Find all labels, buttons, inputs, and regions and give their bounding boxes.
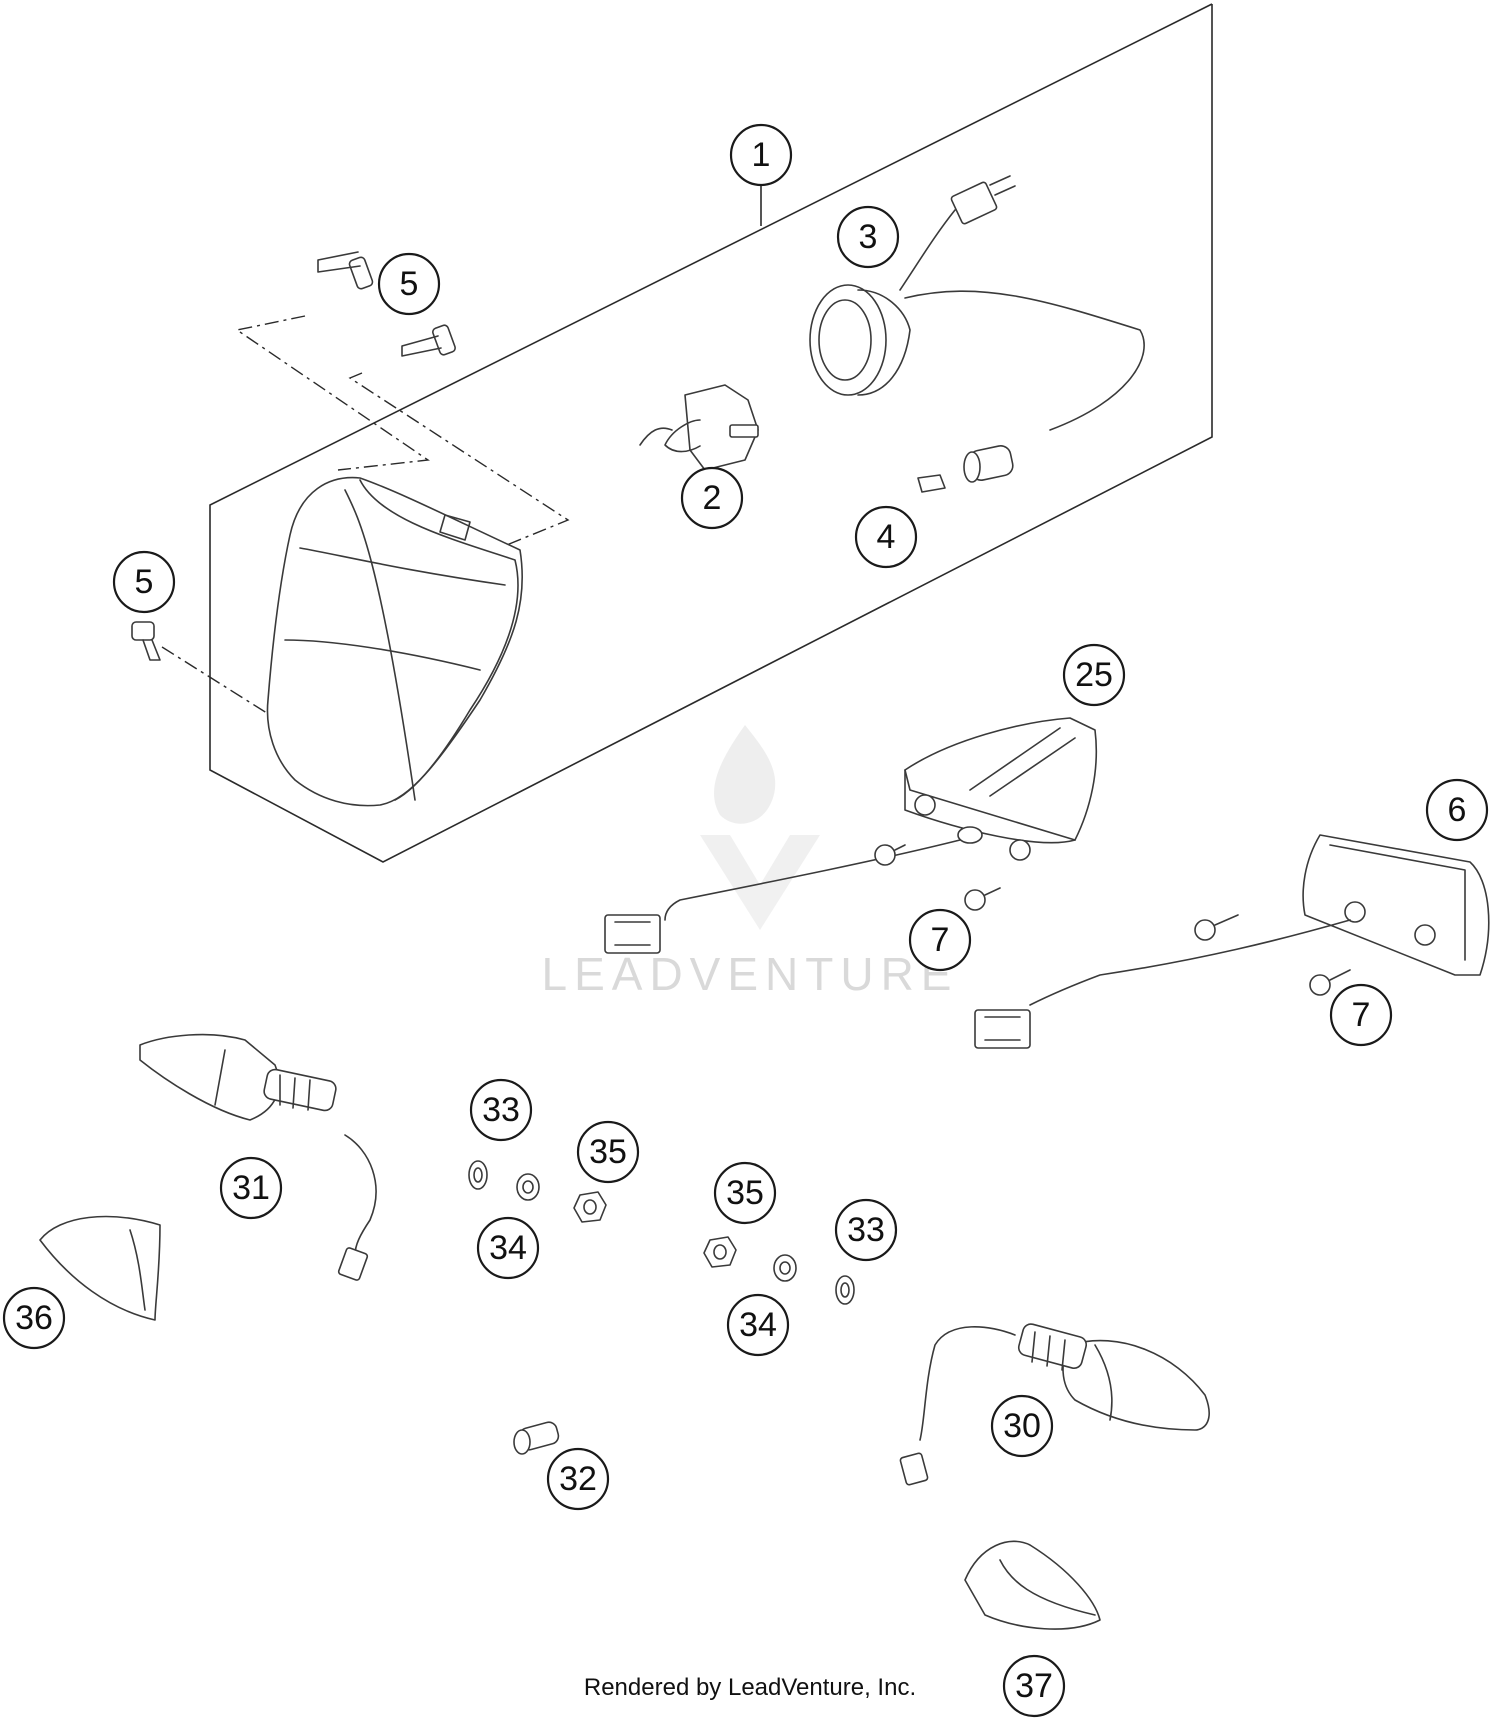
callout-34-left: 34: [476, 1216, 540, 1280]
turn-signal-left: [139, 1033, 377, 1281]
rear-light: [604, 717, 1098, 954]
rear-light-screw-b: [964, 887, 1001, 911]
svg-text:36: 36: [15, 1299, 53, 1337]
svg-text:37: 37: [1015, 1667, 1053, 1705]
turn-signal-left-lens: [39, 1215, 161, 1321]
svg-text:35: 35: [589, 1133, 627, 1171]
callout-25: 25: [1062, 643, 1126, 707]
screw-center-lines: [161, 315, 570, 716]
nut-right: [703, 1236, 737, 1268]
svg-text:6: 6: [1448, 791, 1467, 829]
svg-text:7: 7: [1352, 996, 1371, 1034]
svg-text:4: 4: [877, 518, 896, 556]
callout-37: 37: [1002, 1654, 1066, 1718]
callout-7-license-lamp: 7: [1329, 983, 1393, 1047]
turn-signal-bulb: [513, 1421, 560, 1455]
callout-35-left: 35: [576, 1120, 640, 1184]
svg-text:5: 5: [400, 265, 419, 303]
lock-washer-left: [516, 1173, 540, 1201]
callout-7-rear-light: 7: [908, 908, 972, 972]
washer-left: [468, 1160, 488, 1190]
screw-middle: [401, 324, 456, 357]
svg-text:30: 30: [1003, 1407, 1041, 1445]
svg-text:31: 31: [232, 1169, 270, 1207]
svg-text:7: 7: [931, 921, 950, 959]
callout-3: 3: [836, 205, 900, 269]
callout-4: 4: [854, 505, 918, 569]
callout-33-right: 33: [834, 1198, 898, 1262]
license-lamp-screw-b: [1309, 969, 1351, 996]
callout-31: 31: [219, 1156, 283, 1220]
svg-text:25: 25: [1075, 656, 1113, 694]
washer-right: [835, 1275, 855, 1305]
svg-text:34: 34: [739, 1306, 777, 1344]
screw-left: [131, 621, 161, 661]
headlight-socket: [809, 175, 1145, 431]
callout-36: 36: [2, 1286, 66, 1350]
svg-text:5: 5: [135, 563, 154, 601]
svg-text:33: 33: [482, 1091, 520, 1129]
license-lamp-screw-a: [1194, 914, 1239, 941]
svg-text:32: 32: [559, 1460, 597, 1498]
watermark-text: LEADVENTURE: [542, 948, 959, 1000]
nut-left: [573, 1191, 607, 1223]
footer-credit: Rendered by LeadVenture, Inc.: [584, 1674, 916, 1701]
callout-32: 32: [546, 1447, 610, 1511]
rear-light-screw-a: [874, 844, 906, 866]
callout-6: 6: [1425, 778, 1489, 842]
callout-5-left: 5: [112, 550, 176, 614]
callout-35-right: 35: [713, 1161, 777, 1225]
svg-text:1: 1: [752, 136, 771, 174]
callout-34-right: 34: [726, 1293, 790, 1357]
svg-text:3: 3: [859, 218, 878, 256]
lock-washer-right: [773, 1254, 797, 1282]
screw-upper: [317, 251, 374, 290]
turn-signal-right-lens: [964, 1540, 1101, 1630]
callout-2: 2: [680, 466, 744, 530]
callout-5-upper: 5: [377, 252, 441, 316]
parking-lamp-holder: [917, 445, 1014, 493]
svg-text:2: 2: [703, 479, 722, 517]
svg-text:33: 33: [847, 1211, 885, 1249]
callout-33-left: 33: [469, 1078, 533, 1142]
turn-signal-right: [899, 1323, 1210, 1486]
license-plate-lamp: [974, 834, 1490, 1049]
callout-1: 1: [729, 123, 793, 187]
headlight-housing: [266, 476, 523, 807]
callout-30: 30: [990, 1394, 1054, 1458]
headlight-bulb: [639, 384, 759, 471]
watermark-logo: [700, 725, 820, 930]
svg-text:34: 34: [489, 1229, 527, 1267]
svg-text:35: 35: [726, 1174, 764, 1212]
